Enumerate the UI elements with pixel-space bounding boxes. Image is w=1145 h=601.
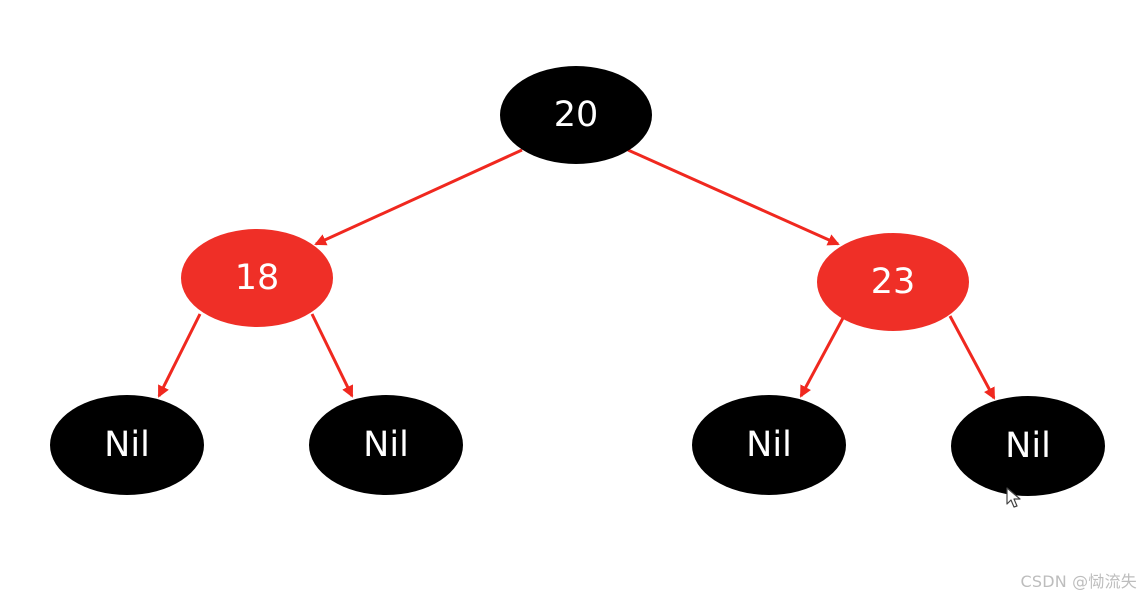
edge-n18-to-nil1 xyxy=(157,313,202,398)
node-label-nil4: Nil xyxy=(1005,426,1051,466)
node-label-nil3: Nil xyxy=(746,425,792,465)
tree-node-n18: 18 xyxy=(181,229,333,327)
tree-node-n20: 20 xyxy=(500,66,652,164)
node-ellipse-n20 xyxy=(500,66,652,164)
node-ellipse-nil3 xyxy=(692,395,846,495)
node-label-n18: 18 xyxy=(235,258,280,298)
tree-node-nil2: Nil xyxy=(309,395,463,495)
node-label-nil1: Nil xyxy=(104,425,150,465)
node-ellipse-nil2 xyxy=(309,395,463,495)
edge-n18-to-nil2 xyxy=(310,313,354,398)
node-ellipse-nil1 xyxy=(50,395,204,495)
tree-node-nil4: Nil xyxy=(951,396,1105,496)
node-label-n20: 20 xyxy=(554,95,599,135)
tree-node-nil3: Nil xyxy=(692,395,846,495)
edge-n23-to-nil4 xyxy=(948,315,996,400)
tree-node-n23: 23 xyxy=(817,233,969,331)
node-ellipse-n18 xyxy=(181,229,333,327)
node-label-nil2: Nil xyxy=(363,425,409,465)
mouse-cursor-icon xyxy=(1006,487,1021,508)
edge-n20-to-n23 xyxy=(627,148,840,246)
node-ellipse-n23 xyxy=(817,233,969,331)
edge-n20-to-n18 xyxy=(314,148,523,246)
watermark: CSDN @恸流失 xyxy=(1020,572,1137,591)
node-ellipse-nil4 xyxy=(951,396,1105,496)
edge-n23-to-nil3 xyxy=(799,317,845,398)
node-label-n23: 23 xyxy=(871,262,916,302)
tree-node-nil1: Nil xyxy=(50,395,204,495)
